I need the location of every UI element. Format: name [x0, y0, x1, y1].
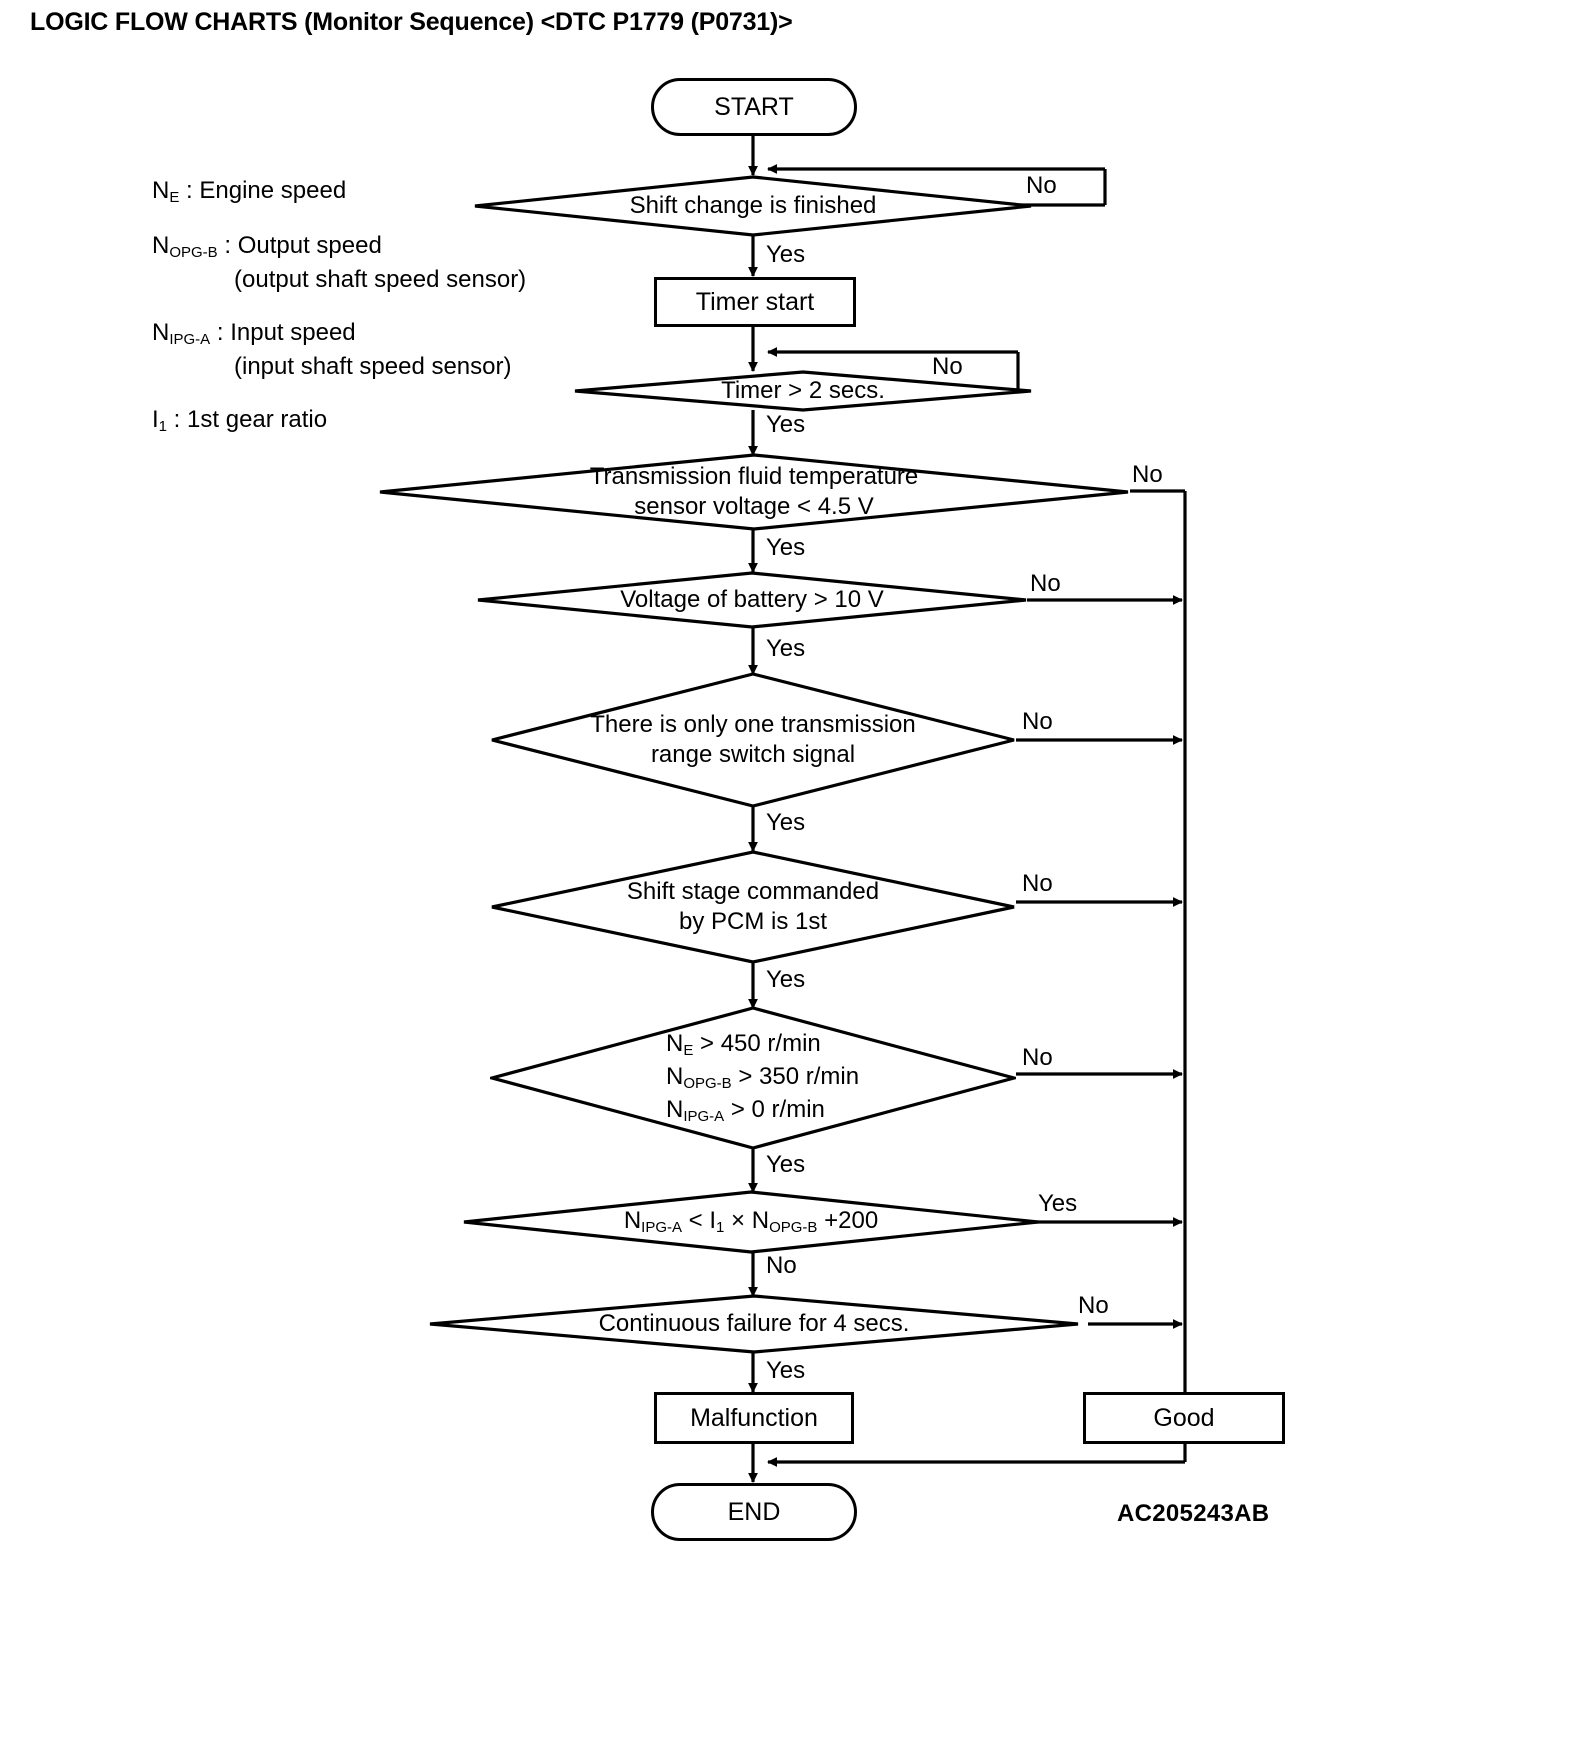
- legend-text: Engine speed: [199, 177, 347, 204]
- process-timer-start: Timer start: [654, 277, 856, 327]
- legend-separator: :: [179, 177, 200, 204]
- legend-subtext: (input shaft speed sensor): [234, 353, 512, 380]
- branch-label-speed-no: No: [1022, 1044, 1053, 1071]
- decision-timer-2-secs: Timer > 2 secs.: [573, 370, 1033, 412]
- legend-item-engine-speed: NE : Engine speed: [152, 176, 572, 209]
- legend-separator: :: [217, 232, 238, 259]
- branch-label-timer-no: No: [932, 353, 963, 380]
- process-good: Good: [1083, 1392, 1285, 1444]
- decision-range-switch: There is only one transmission range swi…: [490, 672, 1016, 808]
- legend-separator: :: [167, 406, 188, 433]
- legend-separator: :: [210, 319, 231, 346]
- legend-subscript: OPG-B: [169, 244, 218, 261]
- branch-label-battery-no: No: [1030, 570, 1061, 597]
- legend-text: Output speed: [237, 232, 382, 259]
- legend-item-output-speed: NOPG-B : Output speed (output shaft spee…: [152, 231, 572, 296]
- legend-subscript: E: [169, 189, 180, 206]
- decision-shift-stage: Shift stage commanded by PCM is 1st: [490, 850, 1016, 964]
- branch-label-formula-no: No: [766, 1252, 797, 1279]
- legend: NE : Engine speed NOPG-B : Output speed …: [152, 176, 572, 460]
- process-malfunction: Malfunction: [654, 1392, 854, 1444]
- branch-label-battery-yes: Yes: [766, 635, 806, 662]
- legend-symbol: N: [152, 177, 170, 204]
- legend-text: 1st gear ratio: [187, 406, 328, 433]
- legend-symbol: N: [152, 232, 170, 259]
- legend-text: Input speed: [230, 319, 356, 346]
- branch-label-fluid-no: No: [1132, 461, 1163, 488]
- decision-speed-thresholds: NE > 450 r/min NOPG-B > 350 r/min NIPG-A…: [490, 1006, 1016, 1150]
- branch-label-range-yes: Yes: [766, 809, 806, 836]
- page-title: LOGIC FLOW CHARTS (Monitor Sequence) <DT…: [30, 8, 793, 36]
- terminal-end: END: [651, 1483, 857, 1541]
- legend-symbol: I: [152, 406, 159, 433]
- branch-label-speed-yes: Yes: [766, 1151, 806, 1178]
- branch-label-fluid-yes: Yes: [766, 534, 806, 561]
- branch-label-timer-yes: Yes: [766, 411, 806, 438]
- decision-ratio-formula: NIPG-A < I1 × NOPG-B +200: [462, 1190, 1040, 1254]
- branch-label-formula-yes: Yes: [1038, 1190, 1078, 1217]
- branch-label-failure-yes: Yes: [766, 1357, 806, 1384]
- legend-subtext: (output shaft speed sensor): [234, 266, 527, 293]
- decision-continuous-failure: Continuous failure for 4 secs.: [428, 1294, 1080, 1354]
- decision-fluid-temperature: Transmission fluid temperature sensor vo…: [378, 453, 1130, 531]
- branch-label-stage-yes: Yes: [766, 966, 806, 993]
- legend-subscript: 1: [158, 418, 168, 435]
- legend-subscript: IPG-A: [169, 331, 211, 348]
- branch-label-shift-change-no: No: [1026, 172, 1057, 199]
- branch-label-shift-change-yes: Yes: [766, 241, 806, 268]
- figure-code: AC205243AB: [1117, 1500, 1270, 1527]
- legend-item-input-speed: NIPG-A : Input speed (input shaft speed …: [152, 318, 572, 383]
- branch-label-range-no: No: [1022, 708, 1053, 735]
- terminal-start: START: [651, 78, 857, 136]
- branch-label-stage-no: No: [1022, 870, 1053, 897]
- decision-battery-voltage: Voltage of battery > 10 V: [476, 571, 1028, 629]
- decision-shift-change: Shift change is finished: [473, 175, 1033, 237]
- legend-item-gear-ratio: I1 : 1st gear ratio: [152, 405, 572, 438]
- branch-label-failure-no: No: [1078, 1292, 1109, 1319]
- legend-symbol: N: [152, 319, 170, 346]
